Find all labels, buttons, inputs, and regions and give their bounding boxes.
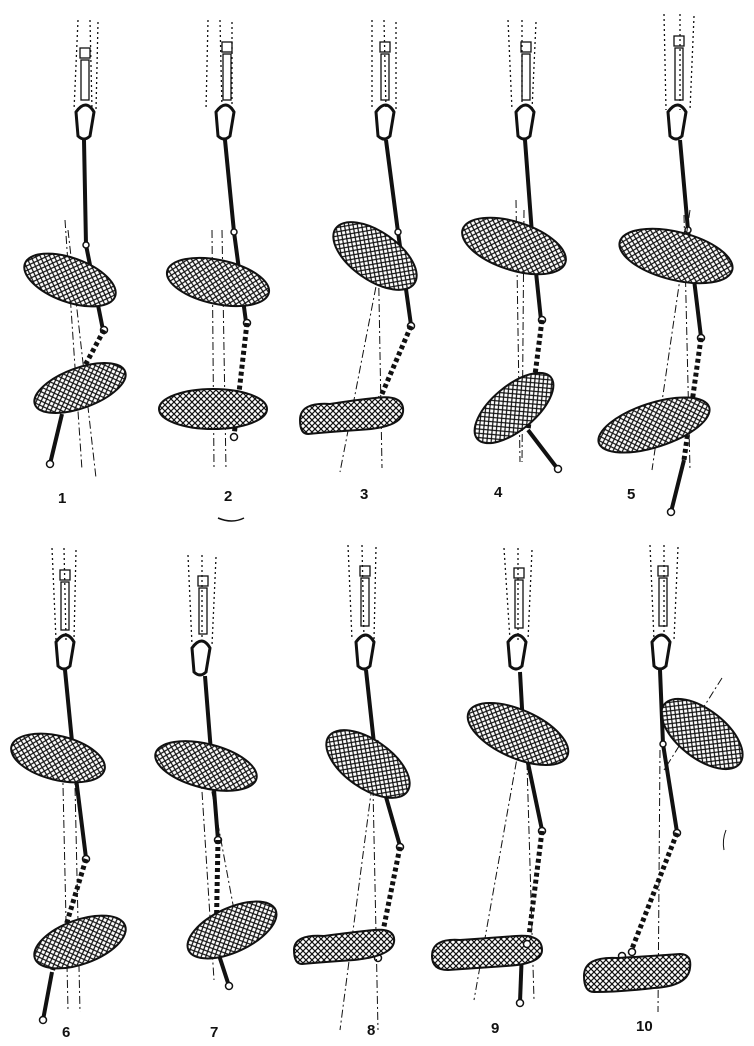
foot-pad-lower xyxy=(28,353,132,423)
panel-8 xyxy=(294,545,421,1030)
joint xyxy=(83,242,89,248)
panel-6 xyxy=(6,548,133,1024)
leg-lower xyxy=(50,414,62,464)
panel-label-4: 4 xyxy=(494,484,502,501)
curve-mark xyxy=(218,518,244,521)
panel-4 xyxy=(455,20,573,473)
panel-label-6: 6 xyxy=(62,1024,70,1041)
panel-label-9: 9 xyxy=(491,1020,499,1037)
panel-label-10: 10 xyxy=(636,1018,653,1035)
apparatus-top xyxy=(74,20,98,139)
joint xyxy=(47,461,54,468)
panel-label-1: 1 xyxy=(58,490,66,507)
panel-label-5: 5 xyxy=(627,486,635,503)
panel-2 xyxy=(159,20,273,521)
panel-10 xyxy=(584,545,754,1012)
panel-5 xyxy=(592,14,738,516)
panel-9 xyxy=(432,548,577,1007)
panel-3 xyxy=(300,20,428,472)
panel-7 xyxy=(150,555,285,990)
foot-pad-upper xyxy=(17,243,122,317)
loose-link xyxy=(629,949,636,956)
panel-label-3: 3 xyxy=(360,486,368,503)
panel-label-7: 7 xyxy=(210,1024,218,1041)
panel-1 xyxy=(17,20,132,478)
panel-label-2: 2 xyxy=(224,488,232,505)
panel-label-8: 8 xyxy=(367,1022,375,1039)
stray-mark xyxy=(723,830,726,850)
